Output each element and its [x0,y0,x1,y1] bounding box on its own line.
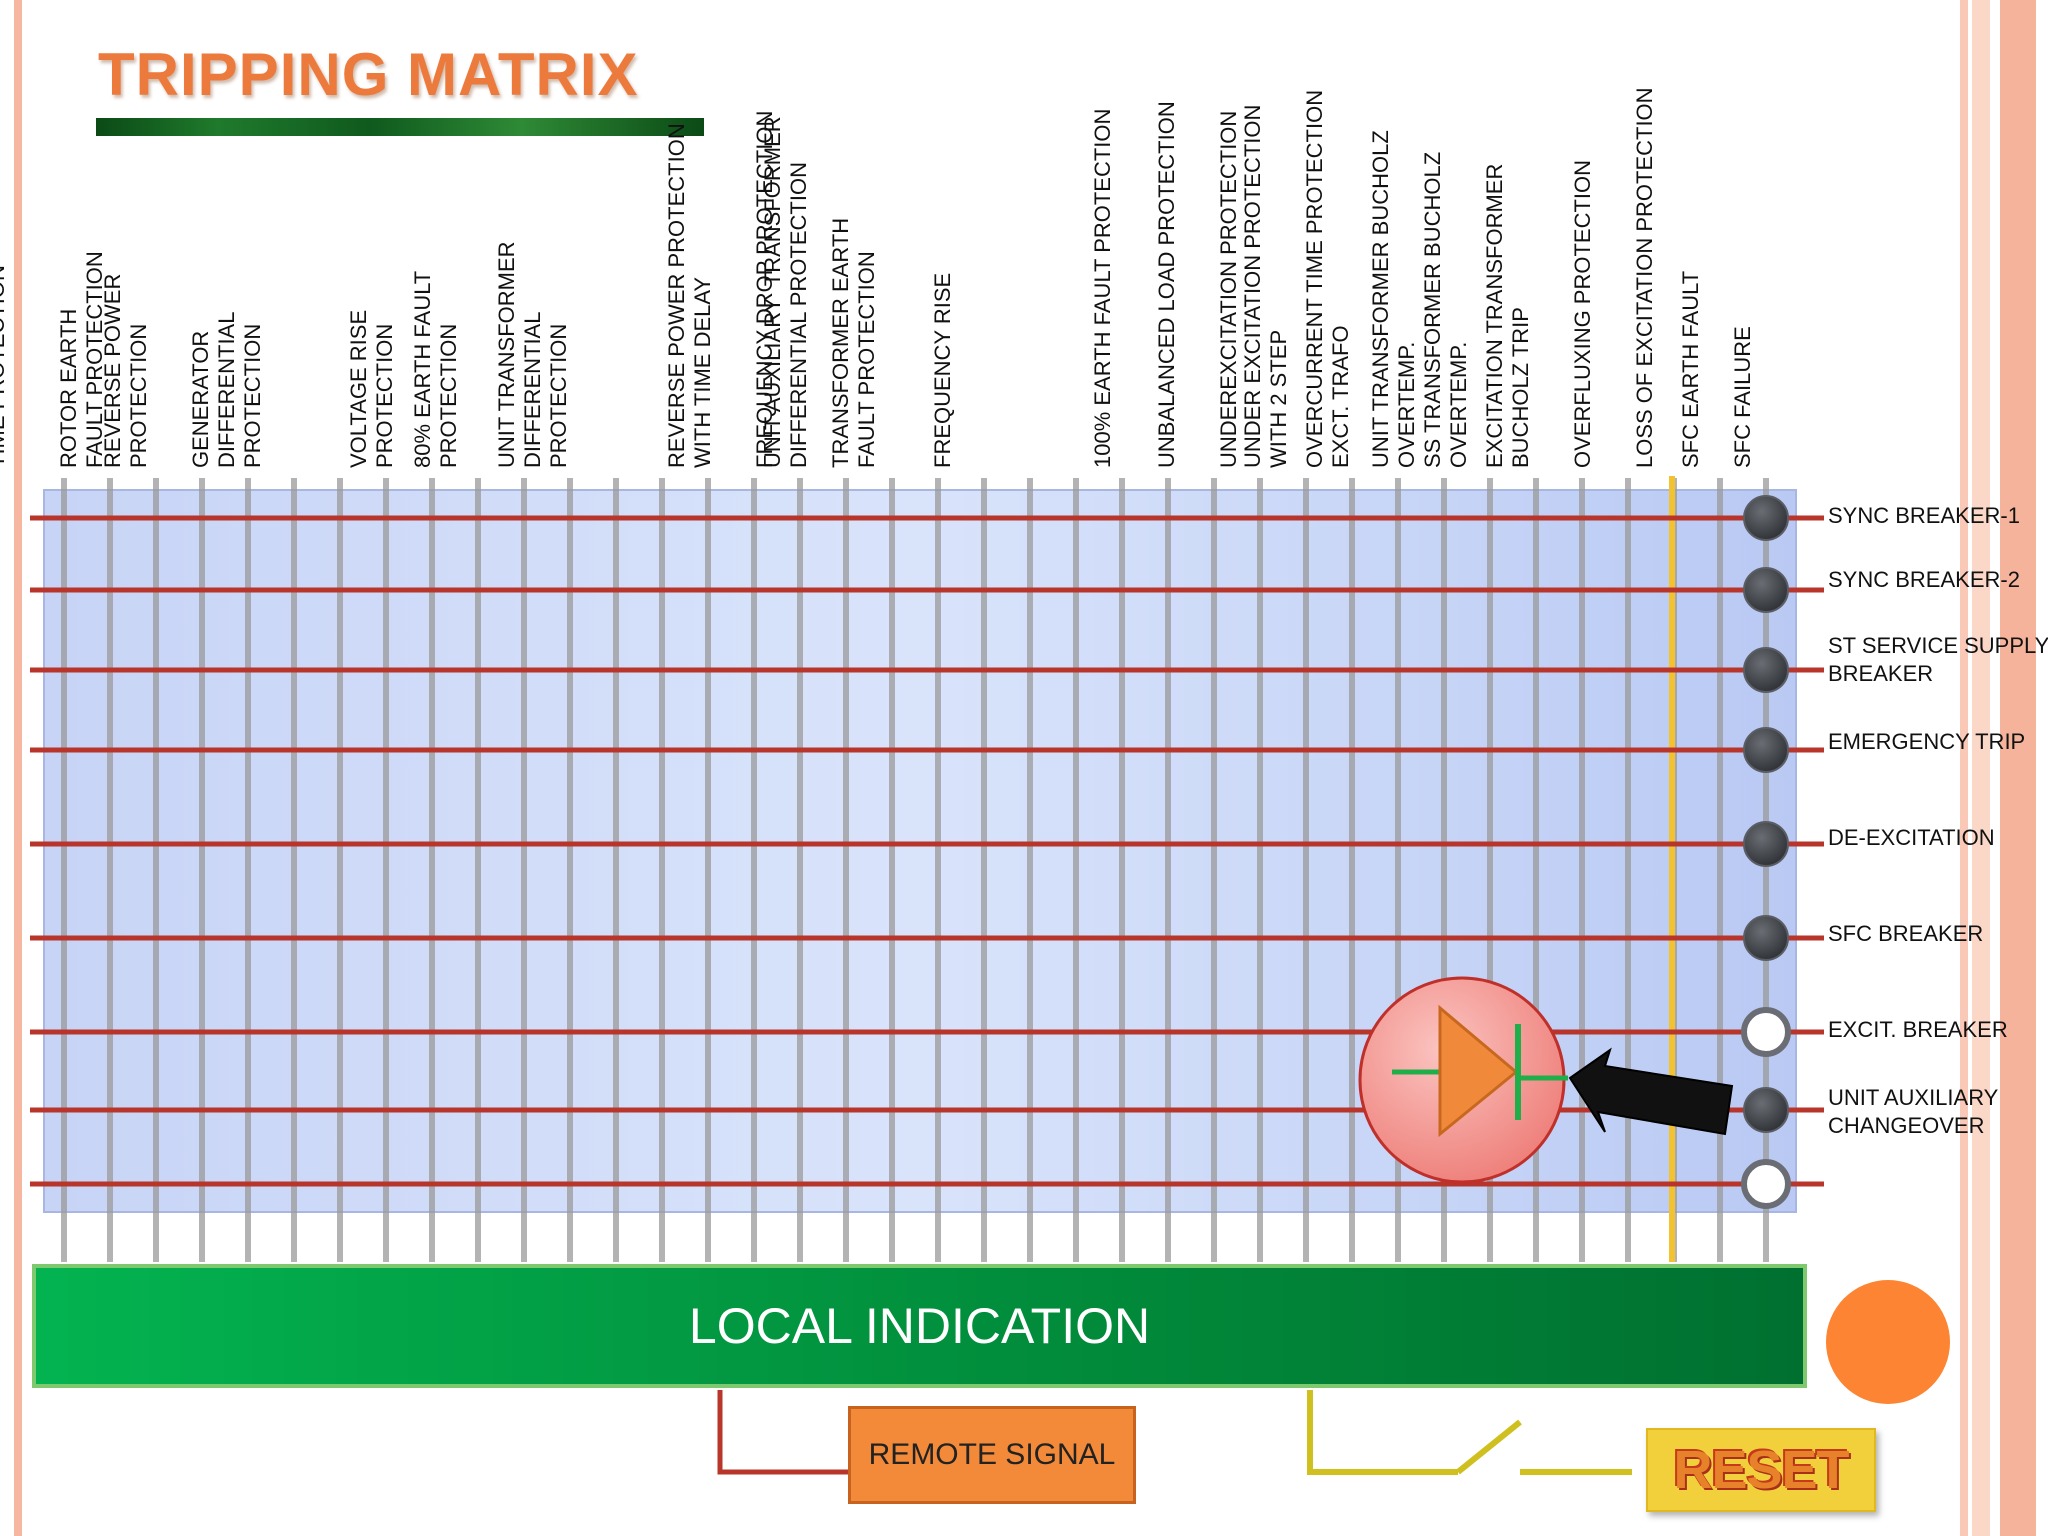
column-label: UNIT TRANSFORMER BUCHOLZ OVERTEMP. [1368,130,1419,468]
column-label: REVERSE POWER PROTECTION WITH TIME DELAY [664,123,715,468]
row-label: ST SERVICE SUPPLY BREAKER [1828,633,2048,686]
column-label: 80% EARTH FAULT PROTECTION [410,270,461,468]
right-border-stripe-3 [2000,0,2036,1536]
column-label: LOSS OF EXCITATION PROTECTION [1632,87,1657,468]
row-label: SFC BREAKER [1828,921,1984,946]
column-label: REVERSE POWER PROTECTION [100,273,151,468]
row-label: SYNC BREAKER-2 [1828,567,2020,592]
row-label: UNIT AUXILIARY CHANGEOVER [1828,1085,1999,1138]
trip-indicator-lamp-on[interactable] [1743,821,1789,867]
column-label: OVERCURRENT TIME PROTECTION EXCT. TRAFO [1302,89,1353,468]
reset-label: RESET [1673,1440,1849,1500]
reset-switch-contact [1456,1419,1522,1475]
trip-indicator-lamp-on[interactable] [1743,1087,1789,1133]
row-label: DE-EXCITATION [1828,825,1995,850]
column-label: UNIT TRANSFORMER DIFFERENTIAL PROTECTION [494,241,571,468]
remote-signal-box: REMOTE SIGNAL [848,1406,1136,1504]
column-label: SS TRAFO OVERCURRENT TIME PROTECTION [0,265,9,468]
right-border-stripe-2 [1972,0,1990,1536]
column-label: FREQUENCY RISE [930,272,955,468]
column-label: SS TRANSFORMER BUCHOLZ OVERTEMP. [1420,151,1471,468]
right-border-stripe-1 [1960,0,1968,1536]
column-label: UNBALANCED LOAD PROTECTION [1154,101,1179,468]
row-label: EMERGENCY TRIP [1828,729,2026,754]
column-label: 100% EARTH FAULT PROTECTION [1090,108,1115,468]
title-underline-bar [96,118,704,136]
trip-indicator-lamp-on[interactable] [1743,727,1789,773]
trip-indicator-lamp-on[interactable] [1743,495,1789,541]
column-label: UNDEREXCITATION PROTECTION [1216,110,1241,468]
column-label: OVERFLUXING PROTECTION [1570,159,1595,468]
row-label: EXCIT. BREAKER [1828,1017,2008,1042]
left-border-stripe [14,0,22,1536]
trip-indicator-lamp-on[interactable] [1743,567,1789,613]
row-label: SYNC BREAKER-1 [1828,503,2020,528]
column-label: SFC FAILURE [1730,326,1755,468]
remote-signal-wire [717,1390,848,1475]
column-label: SFC EARTH FAULT [1678,270,1703,468]
trip-indicator-lamp-on[interactable] [1743,647,1789,693]
arrow-pointer-icon [1568,1047,1734,1136]
trip-indicator-lamp-on[interactable] [1743,915,1789,961]
trip-indicator-lamp-off[interactable] [1741,1007,1791,1057]
diode-icon [1358,976,1568,1184]
trip-indicator-lamp-off[interactable] [1741,1159,1791,1209]
column-label: EXCITATION TRANSFORMER BUCHOLZ TRIP [1482,163,1533,468]
column-label: GENERATOR DIFFERENTIAL PROTECTION [188,311,265,468]
reset-button[interactable]: RESET [1646,1428,1876,1512]
column-label: TRANSFORMER EARTH FAULT PROTECTION [828,217,879,468]
page-title: TRIPPING MATRIX [98,41,639,108]
local-indication-bar: LOCAL INDICATION [32,1264,1807,1388]
reset-wire [1307,1390,1458,1475]
column-label: VOLTAGE RISE PROTECTION [346,309,397,468]
column-label: UNIT AUXILIARY TRANSFORMER DIFFERENTIAL … [760,116,811,468]
orange-action-button[interactable] [1826,1280,1950,1404]
column-label: UNDER EXCITATION PROTECTION WITH 2 STEP [1240,104,1291,468]
